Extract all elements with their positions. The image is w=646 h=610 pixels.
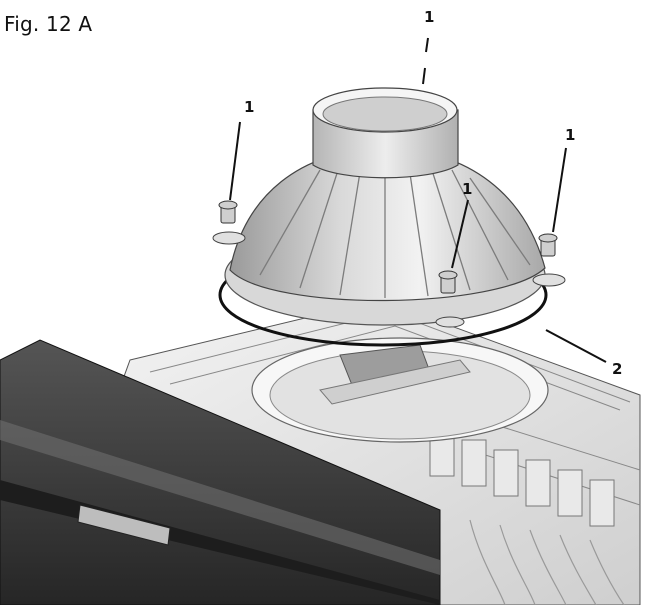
screw-center	[438, 270, 458, 294]
callout-2: 2	[612, 360, 622, 378]
screw-left	[218, 200, 238, 224]
figure-title: Fig. 12 A	[4, 12, 93, 36]
fixing-screws	[218, 200, 558, 294]
leader-lines	[229, 37, 607, 363]
callout-1-right: 1	[565, 126, 575, 144]
flue-connector-cone	[212, 87, 566, 328]
callout-1-center: 1	[462, 180, 472, 198]
screw-right	[538, 233, 558, 257]
front-panel	[0, 339, 441, 606]
callout-1-top: 1	[424, 8, 434, 26]
callout-1-left: 1	[244, 98, 254, 116]
